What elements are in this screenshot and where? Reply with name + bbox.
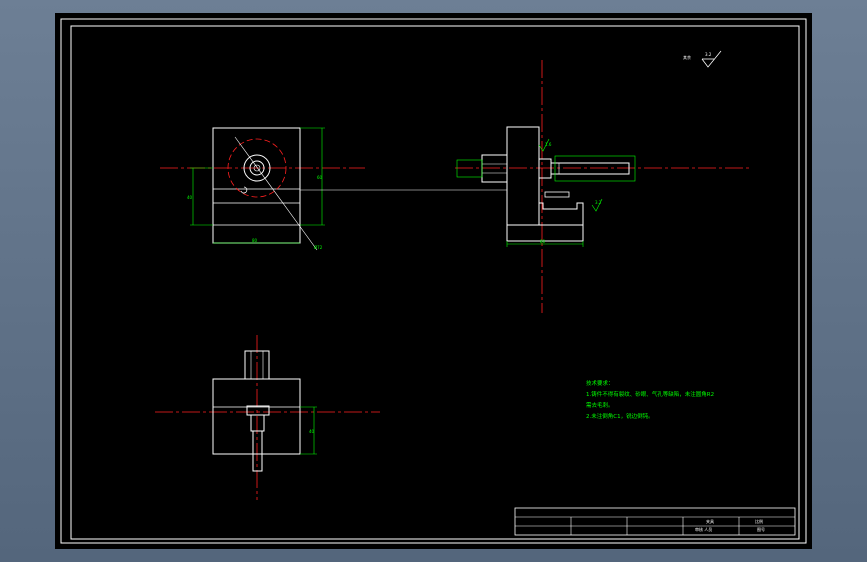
- roughness-label: 其余: [683, 54, 691, 60]
- title-block: 夹具 比例 审核 人员 图号: [514, 507, 796, 536]
- front-dim-total-height: 60: [317, 175, 323, 180]
- front-dim-width: 80: [252, 238, 258, 243]
- title-cell-a: 夹具: [706, 518, 714, 524]
- front-dim-diameter: Ø72: [314, 245, 323, 250]
- side-shaft: [538, 158, 552, 179]
- cad-drawing-canvas[interactable]: 其余 3.2 40 60 80 Ø72: [55, 13, 812, 549]
- bottom-nut: [244, 350, 270, 380]
- bolt-circle: [227, 138, 287, 198]
- bore-outer: [243, 154, 271, 182]
- bottom-stud: [250, 414, 265, 432]
- side-pin: [544, 191, 570, 198]
- side-base: [506, 224, 584, 242]
- front-dim-height: 40: [187, 195, 193, 200]
- side-dim-width: 80: [540, 239, 546, 244]
- bottom-rod: [252, 430, 263, 472]
- title-cell-c: 审核 人员: [695, 526, 712, 532]
- bottom-body: [212, 378, 301, 455]
- bottom-dim-height: 40: [309, 429, 315, 434]
- cad-drawing: 其余 3.2 40 60 80 Ø72: [60, 18, 807, 544]
- roughness-symbol-general: 其余 3.2: [683, 50, 722, 68]
- side-nut: [481, 154, 508, 183]
- side-body-upper: [506, 126, 540, 226]
- notes-line-1: 1.铸件不得有裂纹、砂眼、气孔等缺陷，未注圆角R2: [586, 390, 714, 398]
- inner-border: [70, 25, 800, 540]
- side-threaded-rod: [550, 162, 630, 175]
- roughness-value: 3.2: [705, 52, 712, 57]
- technical-notes: 技术要求： 1.铸件不得有裂纹、砂眼、气孔等缺陷，未注圆角R2 需去毛刺。 2.…: [586, 379, 714, 420]
- bottom-view: 40: [155, 335, 380, 500]
- notes-line-3: 2.未注倒角C1，锐边倒钝。: [586, 412, 654, 420]
- title-cell-d: 图号: [757, 526, 765, 532]
- side-roughness-b: 3.2: [595, 200, 602, 205]
- title-cell-b: 比例: [755, 518, 763, 524]
- side-view: 80 1.6 3.2: [455, 60, 752, 313]
- side-roughness-a: 1.6: [545, 142, 552, 147]
- front-body-outline: [212, 127, 301, 244]
- front-view: 40 60 80 Ø72: [160, 127, 507, 251]
- notes-title: 技术要求：: [586, 379, 614, 387]
- notes-line-2: 需去毛刺。: [586, 401, 614, 409]
- outer-border: [60, 18, 807, 544]
- bore-inner: [249, 160, 265, 176]
